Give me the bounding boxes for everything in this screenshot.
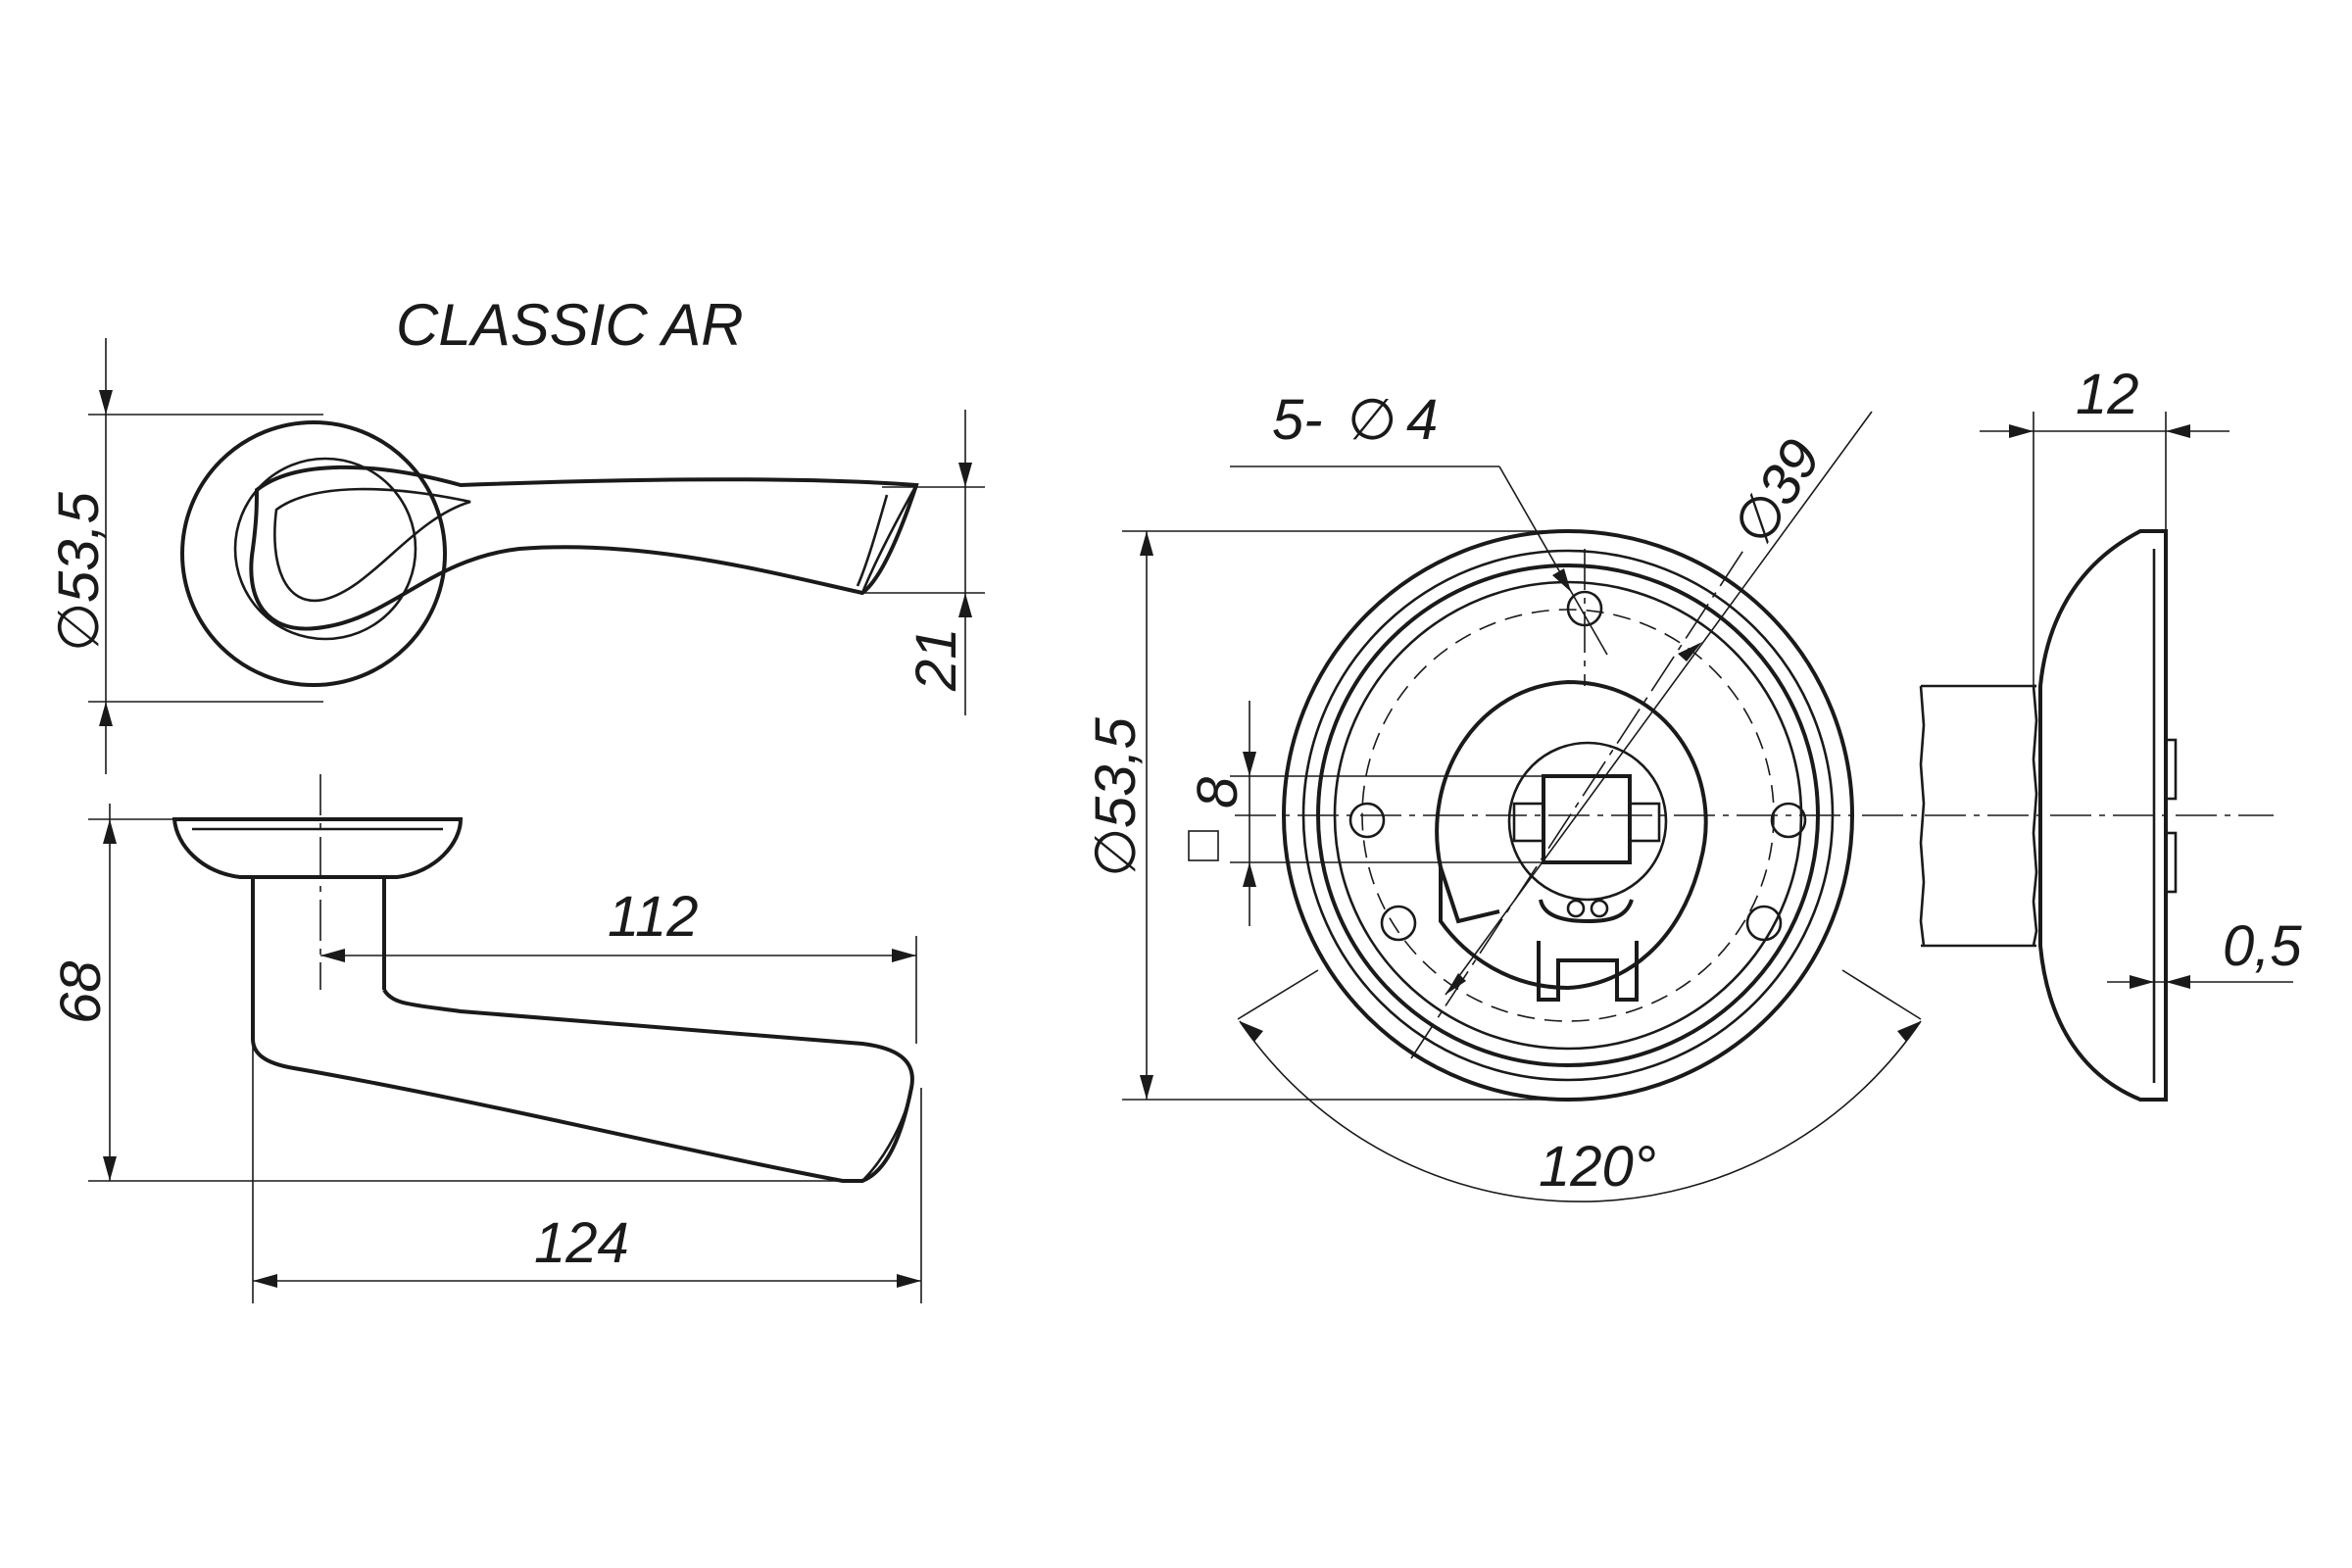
square-dim-label: 8 <box>1186 777 1250 808</box>
front-latch-tab <box>1537 941 1639 1002</box>
section-lug-lower <box>2164 831 2178 894</box>
arrow <box>1243 752 1256 776</box>
square-symbol <box>1188 830 1219 861</box>
front-clip-hole-left <box>1566 899 1586 918</box>
section-body-left <box>1919 685 1926 947</box>
top-view-rosette-inner <box>233 457 417 641</box>
side-dim-projection-label: 68 <box>49 960 113 1024</box>
front-view: 5- ∅ 4 ∅ 39 ∅ 53,5 8 <box>1082 386 2274 1202</box>
side-view-lever <box>251 988 914 1183</box>
holes-spec-diameter: 4 <box>1406 388 1438 452</box>
section-lug-upper <box>2164 738 2178 801</box>
top-view: ∅ 53,5 21 <box>45 338 985 774</box>
leader-holes-diagonal <box>1498 466 1608 656</box>
section-dim-gap-label: 0,5 <box>2223 914 2302 978</box>
holes-spec-count: 5- <box>1272 388 1323 452</box>
front-spindle-lug-left <box>1512 802 1545 843</box>
section-rosette-profile <box>2038 529 2168 1102</box>
arrow <box>958 593 972 617</box>
front-centerline-diagonal <box>1410 548 1745 1059</box>
svg-text:53,5: 53,5 <box>1084 716 1148 828</box>
arrow <box>958 463 972 487</box>
side-view-rosette <box>172 817 464 879</box>
arrow <box>1140 1075 1153 1100</box>
front-base-plate-notch <box>1439 866 1500 924</box>
top-view-lever-inner <box>273 487 471 603</box>
arrow <box>1240 1021 1263 1042</box>
front-base-plate <box>1435 679 1708 991</box>
arrow <box>892 949 916 962</box>
front-spring-clip <box>1539 899 1634 924</box>
model-title: CLASSIC AR <box>396 292 744 358</box>
svg-text:21: 21 <box>905 627 968 692</box>
top-view-lever-tip <box>856 484 918 594</box>
arrow <box>897 1274 921 1288</box>
front-bolt-hole-bottom-left <box>1380 905 1417 942</box>
arrow <box>2009 424 2034 438</box>
bolt-circle-label: ∅ 39 <box>1719 428 1833 556</box>
front-bolt-hole-right <box>1770 802 1807 839</box>
side-view-lever-edge <box>861 1087 913 1182</box>
section-view: 12 0,5 <box>1919 363 2302 1102</box>
angle-ext-right <box>1841 969 1922 1020</box>
side-view: 112 124 68 <box>49 774 922 1303</box>
arrow <box>1446 973 1466 995</box>
arrow <box>1552 568 1571 592</box>
top-view-rosette-outer <box>180 420 447 687</box>
svg-text:68: 68 <box>49 960 113 1024</box>
side-dim-length-label: 124 <box>534 1211 629 1275</box>
angle-label: 120° <box>1539 1135 1656 1199</box>
angle-arc <box>1239 1020 1922 1202</box>
arrow <box>2166 975 2190 989</box>
top-dim-diameter-label: ∅ 53,5 <box>45 491 112 652</box>
arrow <box>253 1274 277 1288</box>
arrow <box>103 819 117 844</box>
holes-diameter-symbol: ∅ <box>1348 386 1397 453</box>
front-bolt-hole-left <box>1348 802 1386 839</box>
top-view-lever <box>249 465 919 631</box>
arrow <box>1140 531 1153 556</box>
arrow <box>99 702 113 726</box>
arrow <box>103 1156 117 1181</box>
front-spindle-ring <box>1507 741 1668 902</box>
arrow <box>1243 862 1256 887</box>
top-dim-thickness-label: 21 <box>905 627 968 692</box>
arrow <box>1678 642 1702 662</box>
arrow <box>99 390 113 415</box>
front-clip-hole-right <box>1590 899 1609 918</box>
svg-text:53,5: 53,5 <box>47 491 111 603</box>
angle-ext-left <box>1237 969 1319 1020</box>
front-spindle-lug-right <box>1628 802 1661 843</box>
arrow <box>320 949 345 962</box>
side-dim-reach-label: 112 <box>608 885 698 949</box>
svg-text:∅: ∅ <box>1082 827 1149 877</box>
front-bolt-hole-bottom-right <box>1745 905 1783 942</box>
front-dim-diameter-label: ∅ 53,5 <box>1082 716 1149 877</box>
svg-text:∅: ∅ <box>45 602 112 652</box>
arrow <box>1897 1021 1921 1042</box>
arrow <box>2130 975 2154 989</box>
arrow <box>2166 424 2190 438</box>
svg-text:8: 8 <box>1186 777 1250 808</box>
section-dim-depth-label: 12 <box>2076 363 2139 426</box>
bolt-circle-dim-line <box>1445 411 1873 996</box>
section-body <box>2032 685 2038 947</box>
